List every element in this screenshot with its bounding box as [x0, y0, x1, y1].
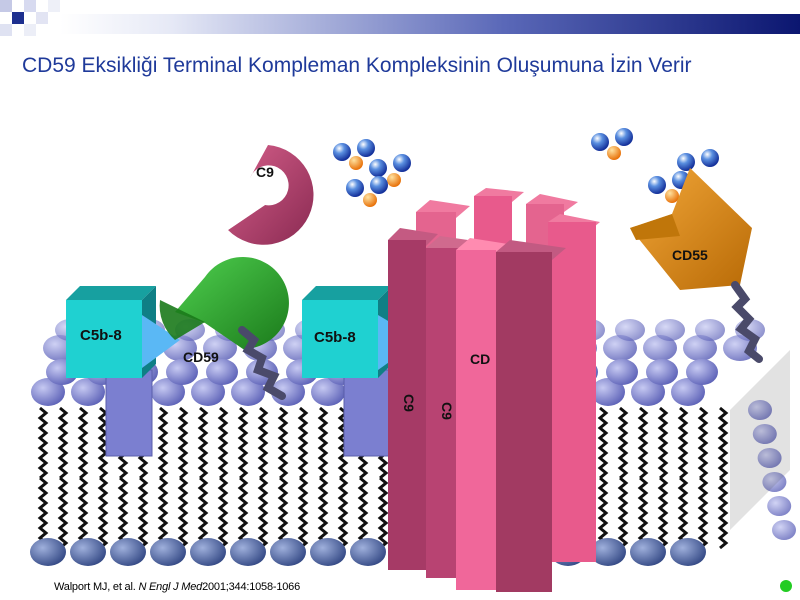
c5b8-left-complex: C5b-8	[66, 286, 180, 457]
cd59-protein: CD59	[159, 257, 289, 400]
c9-rod2-label: C9	[439, 402, 455, 420]
citation-journal: N Engl J Med	[138, 581, 203, 593]
cd55-protein: CD55	[630, 168, 763, 363]
c9-rod1-label: C9	[401, 394, 417, 412]
citation-authors: Walport MJ, et al.	[54, 581, 136, 593]
nav-dot-icon[interactable]	[778, 578, 794, 594]
molecule-cluster-left	[333, 139, 411, 207]
cd55-label: CD55	[672, 247, 708, 263]
header-gradient-bar	[0, 0, 800, 40]
slide-title: CD59 Eksikliği Terminal Kompleman Komple…	[22, 54, 692, 77]
c5b8-left-label: C5b-8	[80, 327, 122, 344]
molecule-cluster-right	[591, 128, 719, 203]
cd59-label: CD59	[183, 349, 219, 365]
cd-pore-label: CD	[470, 351, 490, 367]
citation: Walport MJ, et al. N Engl J Med2001;344:…	[54, 581, 300, 593]
mac-pore: C9 C9 CD	[388, 188, 600, 592]
membrane-side-face	[730, 350, 790, 530]
citation-ref: 2001;344:1058-1066	[202, 581, 301, 593]
c5b8-middle-label: C5b-8	[314, 329, 356, 346]
c9-free-label: C9	[256, 164, 274, 180]
header-decoration	[0, 0, 800, 36]
c9-free-protein: C9	[212, 145, 314, 245]
